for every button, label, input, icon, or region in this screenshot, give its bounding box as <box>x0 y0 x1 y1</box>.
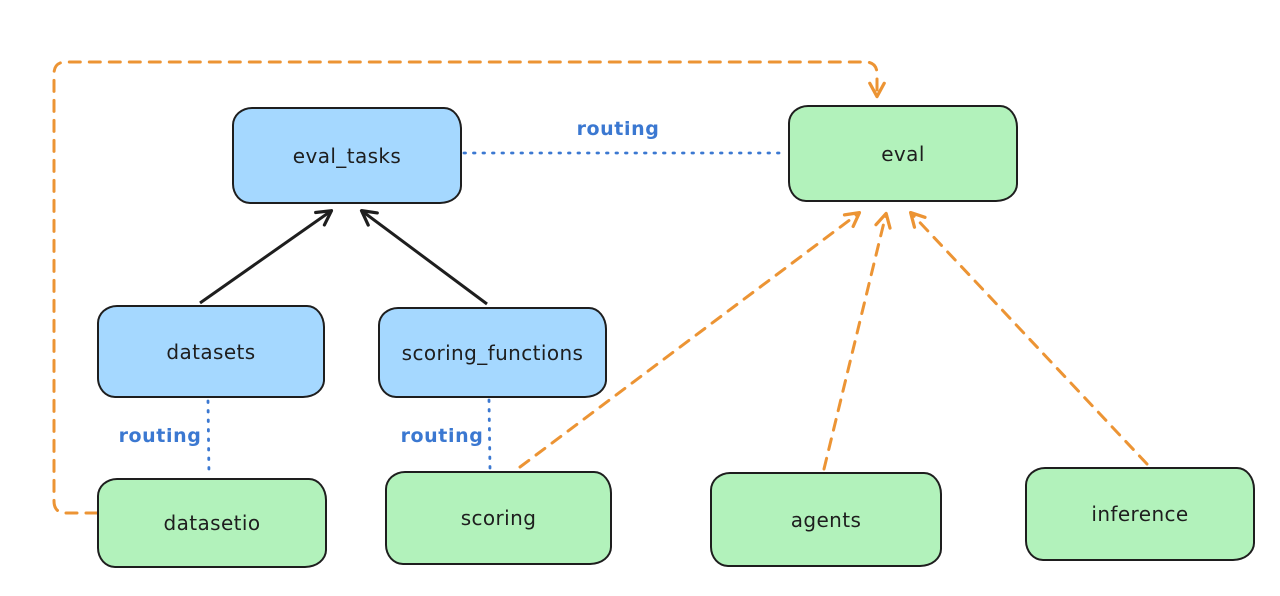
edge-label-routing-scoring-functions-scoring: routing <box>400 425 484 447</box>
node-datasets: datasets <box>97 305 325 398</box>
node-scoring-functions-label: scoring_functions <box>401 340 584 365</box>
node-datasets-label: datasets <box>166 339 256 364</box>
edge-inference-to-eval <box>908 210 1149 466</box>
node-eval: eval <box>788 105 1018 202</box>
edge-scoring-functions-to-eval-tasks <box>359 209 488 306</box>
node-agents-label: agents <box>790 507 862 532</box>
edge-datasetio-to-eval-loop <box>52 60 886 515</box>
node-eval-tasks-label: eval_tasks <box>292 143 402 168</box>
edge-agents-to-eval <box>822 211 892 471</box>
edge-scoring-functions-to-scoring-routing <box>487 398 492 471</box>
node-eval-label: eval <box>881 141 925 166</box>
node-datasetio: datasetio <box>97 478 327 568</box>
node-scoring: scoring <box>385 471 612 565</box>
node-inference: inference <box>1025 467 1255 561</box>
node-scoring-label: scoring <box>460 506 537 530</box>
node-inference-label: inference <box>1091 502 1189 526</box>
node-scoring-functions: scoring_functions <box>378 307 607 398</box>
edge-datasets-to-datasetio-routing <box>206 399 211 478</box>
edge-scoring-to-eval <box>518 211 862 469</box>
node-agents: agents <box>710 472 942 567</box>
edge-label-routing-datasets-datasetio: routing <box>118 425 202 447</box>
node-datasetio-label: datasetio <box>163 511 261 535</box>
node-eval-tasks: eval_tasks <box>232 107 462 204</box>
edge-label-routing-eval-tasks-eval: routing <box>576 118 660 140</box>
edge-datasets-to-eval-tasks <box>199 209 334 305</box>
